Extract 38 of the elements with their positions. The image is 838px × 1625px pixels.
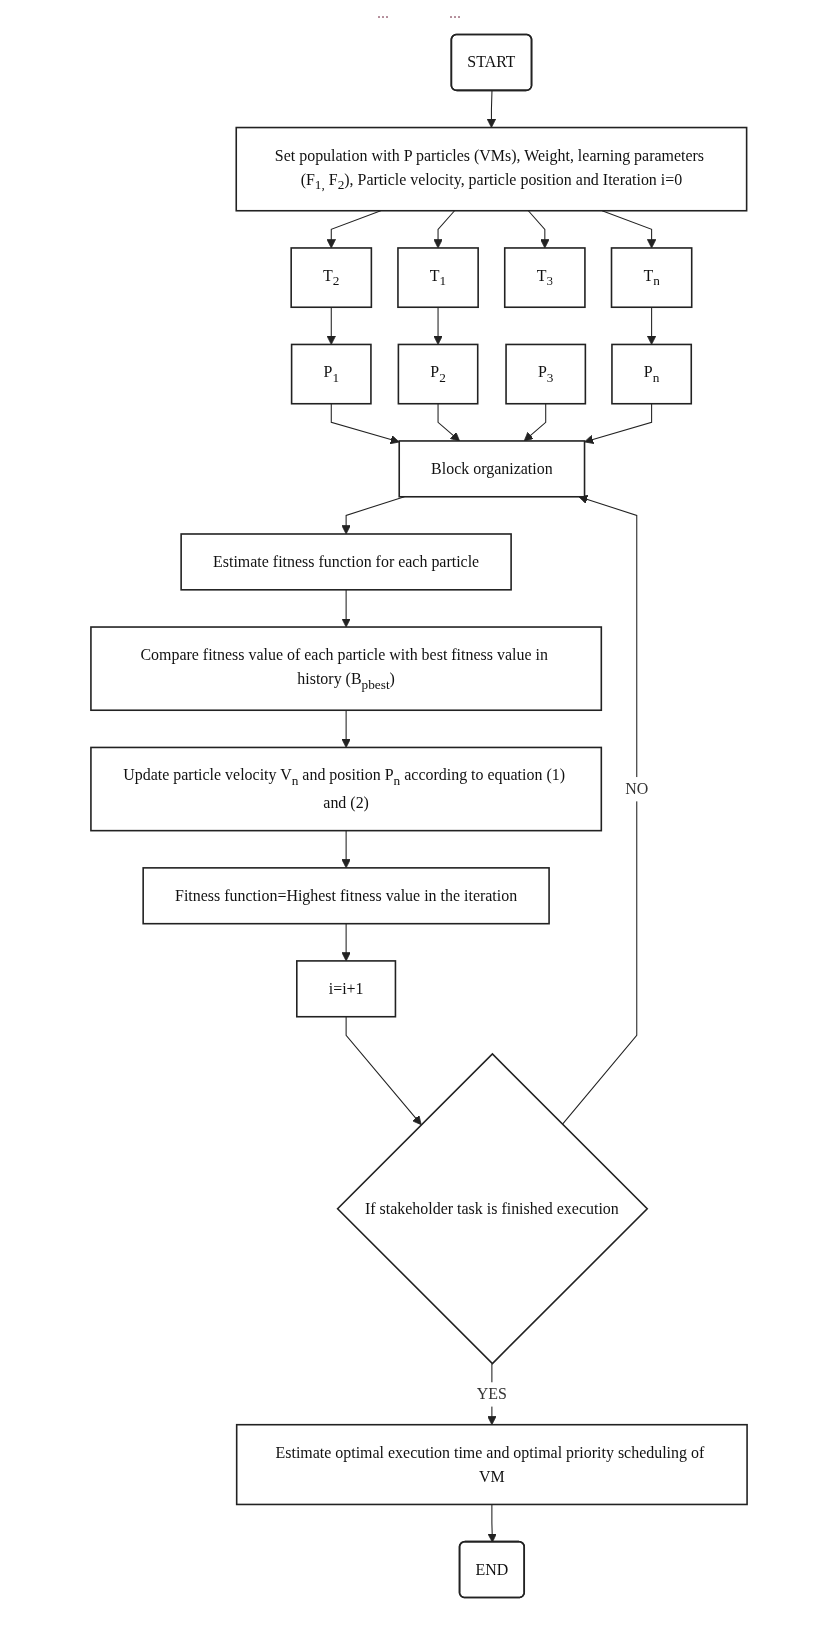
node-diamond: If stakeholder task is finished execution [336,1052,649,1365]
node-box: P$_{2}$ [397,343,479,405]
ellipsis-label: ... [377,4,389,22]
arrow [433,210,456,249]
arrow [341,923,351,962]
ellipsis-label: ... [449,4,461,22]
node-box: P$_{1}$ [290,343,372,405]
arrow [326,306,336,345]
node-box: Fitness function=Highest fitness value in the iteration [142,867,550,925]
node-box: Update particle velocity V$_{n}$ and position P$_{n}$ according to equation (1) and (2) [90,746,603,832]
arrow [345,1016,422,1126]
node-box: i=i+1 [296,960,397,1018]
arrow [341,830,351,869]
arrow [486,90,497,128]
node-box: Estimate optimal execution time and optimal priority scheduling of VM [235,1423,748,1506]
arrow [527,210,550,249]
edge-label: YES [476,1385,507,1403]
arrow [341,589,351,628]
arrow [561,494,638,1125]
node-box: P$_{n}$ [611,343,693,405]
arrow [341,709,351,748]
node-box: T$_{n}$ [610,247,693,309]
node-box: T$_{3}$ [503,247,586,309]
node-box: T$_{1}$ [397,247,479,309]
arrow [433,306,443,345]
arrow [330,403,400,445]
arrow [487,1503,497,1543]
node-box: Set population with P particles (VMs), Weight, learning parameters (F$_{1,}$ F$_{2}$), Particle velocity, particle position and Iteration i=0 [235,126,748,212]
arrow [437,403,460,442]
arrow [646,306,657,345]
node-box: T$_{2}$ [290,247,373,309]
arrow [584,403,653,444]
node-box: Block organization [398,440,586,498]
node-box: Compare fitness value of each particle with best fitness value in history (B$_{pbest}$) [90,626,603,712]
node-box: P$_{3}$ [505,343,587,405]
arrow [523,403,547,442]
node-box: Estimate fitness function for each particle [180,533,512,591]
edge-label: NO [625,780,649,798]
